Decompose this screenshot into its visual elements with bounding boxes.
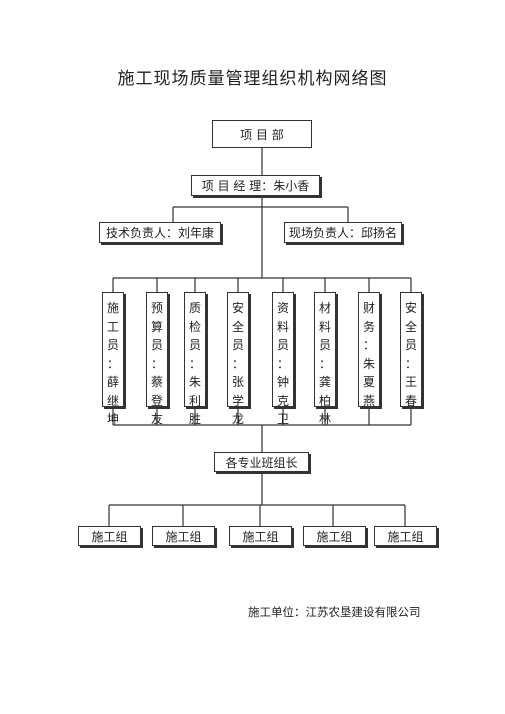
group-box-2: 施工组 <box>152 526 215 546</box>
staff-char: 胜 <box>188 412 201 426</box>
staff-box-documents: 资料员 ： 钟克卫 <box>272 292 294 426</box>
site-lead-label: 现场负责人：邱扬名 <box>288 226 397 240</box>
staff-char: 质 <box>188 301 201 315</box>
staff-char: 利 <box>188 393 201 408</box>
staff-char: 燕 <box>362 393 375 408</box>
staff-char: 全 <box>231 319 244 334</box>
staff-char: 员 <box>318 338 331 352</box>
group-box-4: 施工组 <box>303 526 366 546</box>
group-box-1: 施工组 <box>78 526 141 546</box>
staff-char: 春 <box>404 393 417 408</box>
site-lead-box: 现场负责人：邱扬名 <box>284 222 402 243</box>
staff-char: 坤 <box>106 412 119 426</box>
staff-char: 张 <box>231 375 244 389</box>
staff-box-budget: 预算员 ： 蔡登友 <box>146 292 168 426</box>
staff-box-quality: 质检员 ： 朱利胜 <box>184 292 206 426</box>
staff-char: 薛 <box>106 375 119 389</box>
staff-char: 施 <box>106 301 119 315</box>
project-dept-box: 项 目 部 <box>212 120 312 148</box>
group-box-3: 施工组 <box>229 526 292 546</box>
page-title: 施工现场质量管理组织机构网络图 <box>117 69 388 89</box>
staff-char: 学 <box>231 393 244 408</box>
staff-char: 龚 <box>318 375 331 389</box>
staff-char: 材 <box>318 301 331 315</box>
staff-char: 财 <box>362 301 375 315</box>
staff-char: 预 <box>150 301 163 315</box>
team-leaders-label: 各专业班组长 <box>225 455 298 470</box>
staff-char: 员 <box>231 338 244 352</box>
staff-char: 友 <box>150 412 163 426</box>
staff-char: 员 <box>404 338 417 352</box>
footer-company: 施工单位：江苏农垦建设有限公司 <box>248 605 421 619</box>
staff-char: 检 <box>188 319 201 334</box>
staff-char: 员 <box>276 338 289 352</box>
team-leaders-box: 各专业班组长 <box>214 452 309 472</box>
group-box-5: 施工组 <box>374 526 437 546</box>
project-manager-label: 项 目 经 理：朱小香 <box>201 179 310 193</box>
staff-char: ： <box>318 356 331 371</box>
staff-char: 全 <box>404 319 417 334</box>
staff-char: 安 <box>231 301 244 315</box>
staff-char: 算 <box>150 319 163 334</box>
project-dept-label: 项 目 部 <box>240 127 284 142</box>
staff-char: ： <box>188 356 201 371</box>
staff-char: 王 <box>404 375 417 389</box>
staff-box-construction: 施工员 ： 薛继坤 <box>102 292 124 426</box>
staff-char: 继 <box>106 393 119 408</box>
staff-char: 朱 <box>188 375 201 389</box>
tech-lead-box: 技术负责人：刘年康 <box>99 222 221 243</box>
staff-char: 员 <box>106 338 119 352</box>
staff-char: 员 <box>150 338 163 352</box>
staff-char: 工 <box>106 319 119 334</box>
staff-box-materials: 材料员 ： 龚柏林 <box>314 292 336 426</box>
staff-box-safety-1: 安全员 ： 张学龙 <box>227 292 249 426</box>
staff-char: 克 <box>276 393 289 408</box>
project-manager-box: 项 目 经 理：朱小香 <box>191 175 320 196</box>
staff-char: 安 <box>404 301 417 315</box>
staff-char: ： <box>106 356 119 371</box>
staff-box-finance: 财务 ： 朱夏燕 <box>358 292 380 408</box>
tech-lead-label: 技术负责人：刘年康 <box>105 226 214 240</box>
staff-char: 柏 <box>318 393 331 408</box>
staff-char: ： <box>231 356 244 371</box>
staff-char: 务 <box>362 319 375 334</box>
staff-char: 卫 <box>276 412 289 426</box>
staff-char: ： <box>404 356 417 371</box>
staff-char: 登 <box>150 393 163 408</box>
staff-char: 蔡 <box>150 375 163 389</box>
staff-char: 料 <box>318 319 331 334</box>
staff-box-safety-2: 安全员 ： 王春 <box>400 292 422 408</box>
staff-char: 朱 <box>362 356 375 371</box>
staff-char: 料 <box>276 319 289 334</box>
staff-char: 龙 <box>231 412 244 426</box>
staff-char: 资 <box>276 301 289 315</box>
staff-char: 夏 <box>362 375 375 389</box>
staff-char: ： <box>276 356 289 371</box>
staff-char: 员 <box>188 338 201 352</box>
staff-char: 钟 <box>276 375 289 389</box>
staff-char: ： <box>362 338 375 352</box>
staff-char: 林 <box>318 412 331 426</box>
staff-char: ： <box>150 356 163 371</box>
